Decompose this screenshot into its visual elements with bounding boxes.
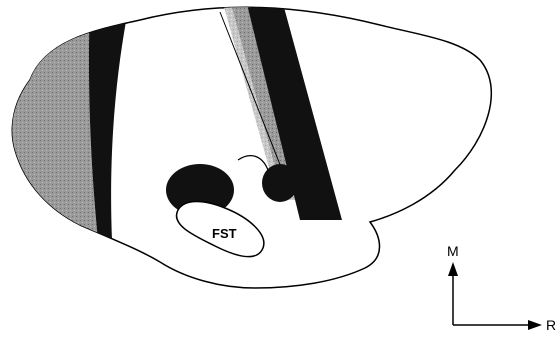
- rostral-arrowhead: [528, 320, 542, 330]
- medial-arrowhead: [448, 262, 458, 276]
- caudal-gray-region: [0, 0, 98, 240]
- fst-label: FST: [212, 226, 237, 241]
- rostral-axis-label: R: [546, 317, 556, 333]
- medial-axis-label: M: [447, 243, 459, 259]
